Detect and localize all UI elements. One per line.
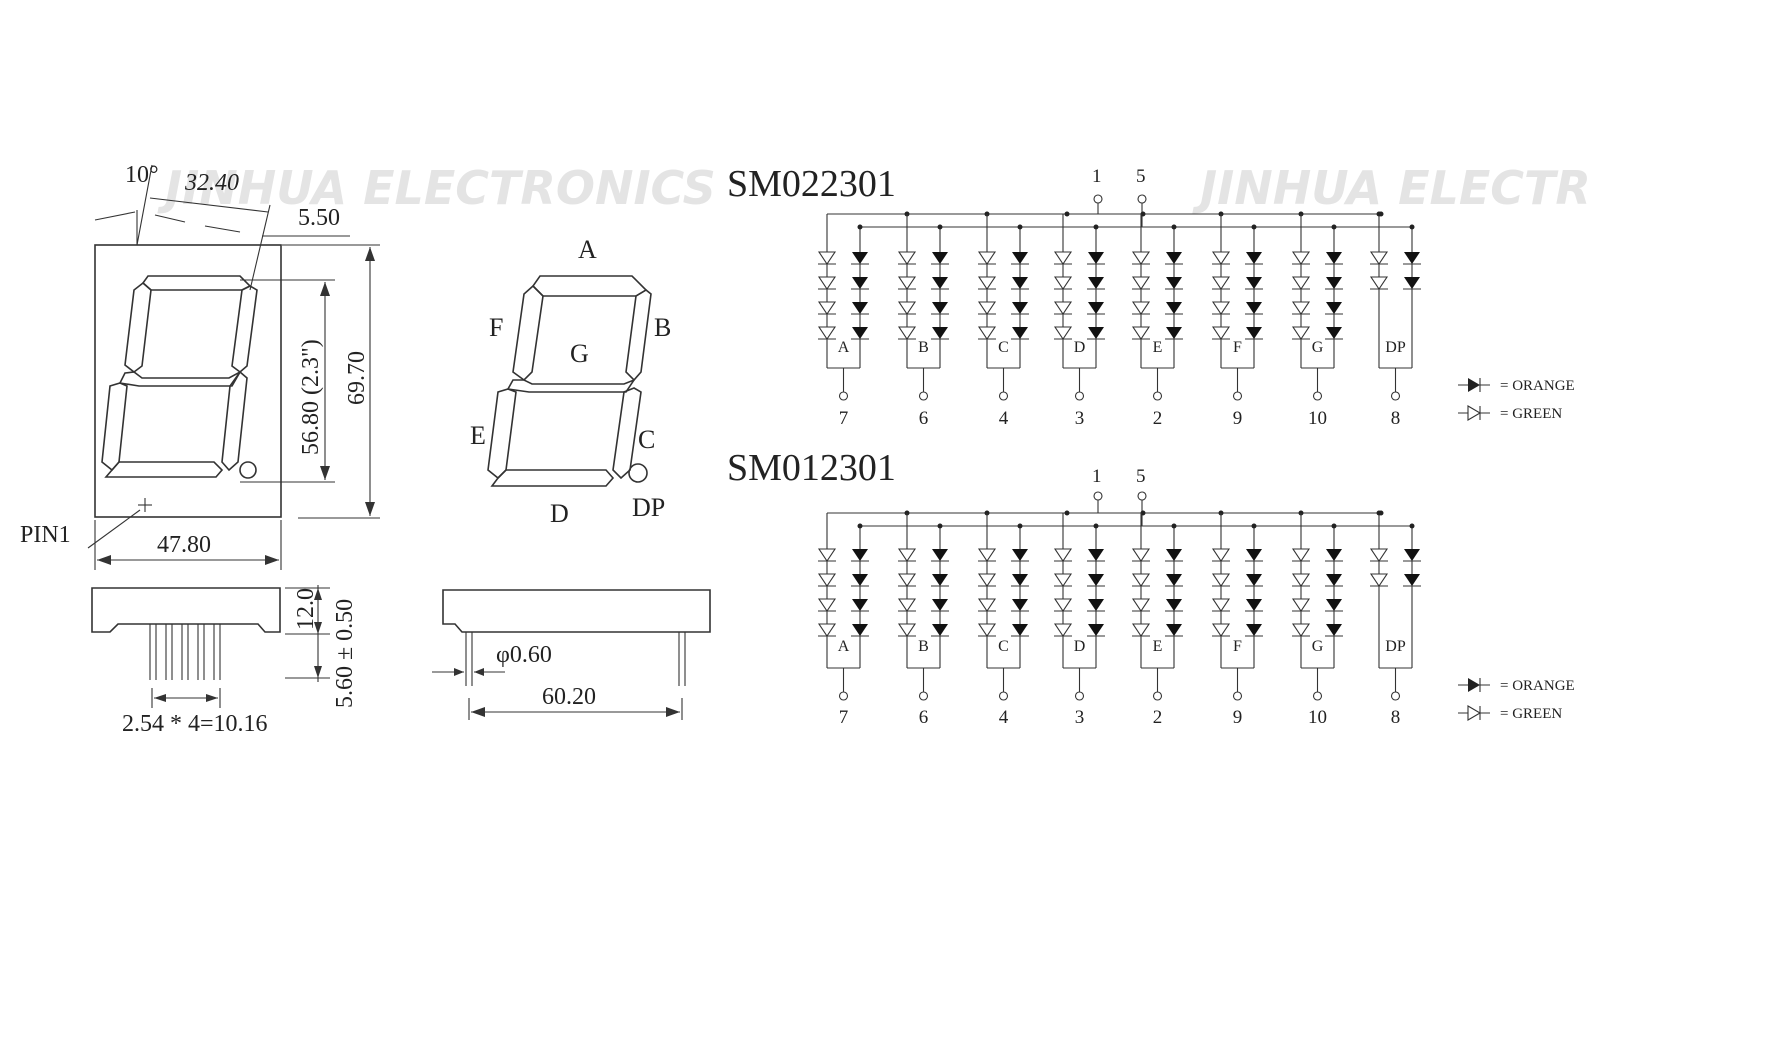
pin-number: 2 [1153,408,1163,429]
pin-number: 7 [839,707,849,728]
pin1-label: PIN1 [20,522,71,548]
seg-label-b: B [654,313,671,342]
side-pins [149,624,221,680]
legend-1: = ORANGE = GREEN [1458,378,1575,422]
dim-offset: 5.50 [298,205,340,231]
segment-label: F [1233,638,1242,655]
segment-label: DP [1385,638,1406,655]
seg-label-f: F [489,313,503,342]
pin-number: 9 [1233,707,1243,728]
segment-label: E [1153,339,1163,356]
dim-body-height: 69.70 [344,351,370,405]
circuit-schematic: A 7 B 6 C 4 D 3 E 2 F 9 G 10 DP 8 [817,194,1421,429]
seg-label-dp: DP [632,493,665,522]
pin-number: 6 [919,408,929,429]
circuit-sm012301: SM012301 1 5 A 7 B 6 C 4 D 3 E 2 F 9 G 10 DP 8 [727,447,1421,728]
segment-label: A [838,638,850,655]
pin-number: 3 [1075,408,1085,429]
pin-number: 3 [1075,707,1085,728]
pin-number: 4 [999,408,1009,429]
segment-digit [487,275,652,487]
dim-side-h1: 12.0 [293,588,319,630]
legend-orange: = ORANGE [1500,378,1575,394]
circuit-sm022301: SM022301 1 5 A 7 B 6 C 4 D 3 E 2 F 9 G 10 DP 8 [727,163,1421,429]
common-pin-5: 5 [1136,166,1146,187]
dim-pitch: 2.54 * 4=10.16 [122,711,268,737]
segment-map: A B C D E F G DP [470,235,671,528]
seg-label-a: A [578,235,597,264]
pin-number: 8 [1391,707,1401,728]
segment-label: D [1074,638,1086,655]
seg-label-e: E [470,421,486,450]
segment-label: B [918,638,929,655]
legend-2: = ORANGE = GREEN [1458,678,1575,722]
dim-pin-dia: φ0.60 [496,642,552,668]
end-view: φ0.60 60.20 [432,589,711,720]
dim-angle: 10° [125,162,159,188]
seg-label-c: C [638,425,655,454]
dim-digit-width: 32.40 [184,170,239,196]
pin-number: 2 [1153,707,1163,728]
watermark-right: JINHUA ELECTR [1192,161,1591,215]
pin-number: 7 [839,408,849,429]
watermark-left: JINHUA ELECTRONICS [157,161,716,215]
segment-label: F [1233,339,1242,356]
pin-number: 10 [1308,707,1327,728]
segment-label: E [1153,638,1163,655]
pin-number: 8 [1391,408,1401,429]
dim-body-width: 47.80 [157,532,211,558]
segment-label: A [838,339,850,356]
common-pin-1: 1 [1092,466,1102,487]
pin-number: 4 [999,707,1009,728]
segment-label: DP [1385,339,1406,356]
common-pin-5: 5 [1136,466,1146,487]
circuit-schematic: A 7 B 6 C 4 D 3 E 2 F 9 G 10 DP 8 [817,491,1421,728]
segment-label: C [998,638,1009,655]
dim-length: 60.20 [542,684,596,710]
dim-side-h2: 5.60 ± 0.50 [332,599,358,708]
side-view: 12.0 5.60 ± 0.50 2.54 * 4=10.16 [91,585,358,737]
segment-label: G [1312,638,1324,655]
pin-number: 9 [1233,408,1243,429]
legend-green: = GREEN [1500,406,1562,422]
segment-label: C [998,339,1009,356]
seg-label-g: G [570,339,589,368]
segment-label: G [1312,339,1324,356]
pin-number: 6 [919,707,929,728]
segment-label: B [918,339,929,356]
circuit-title: SM022301 [727,163,896,205]
segment-label: D [1074,339,1086,356]
dim-digit-height: 56.80 (2.3") [298,339,324,455]
seg-label-d: D [550,499,569,528]
legend-green: = GREEN [1500,706,1562,722]
common-pin-1: 1 [1092,166,1102,187]
front-digit [101,275,258,479]
legend-orange: = ORANGE [1500,678,1575,694]
front-view: 10° 32.40 5.50 56.80 (2.3") 69.70 47.80 … [20,162,380,570]
pin-number: 10 [1308,408,1327,429]
circuit-title: SM012301 [727,447,896,489]
